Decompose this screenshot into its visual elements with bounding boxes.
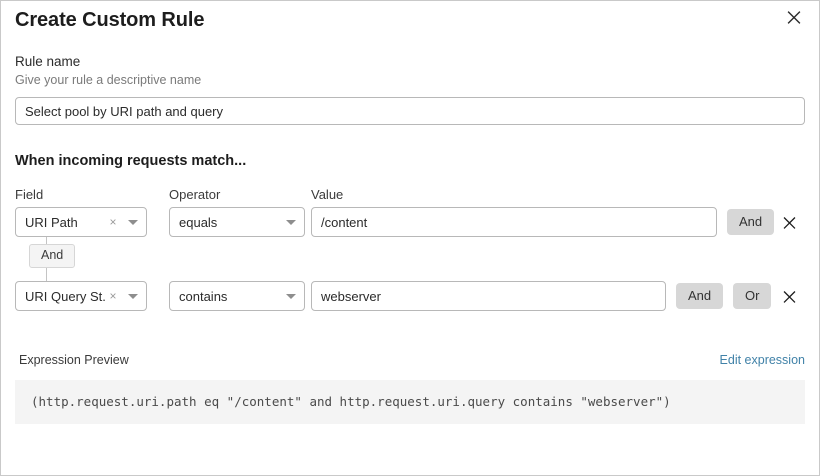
operator-select-value-row1: equals bbox=[179, 214, 218, 230]
operator-select-value-row2: contains bbox=[179, 288, 228, 304]
chevron-down-icon[interactable] bbox=[120, 293, 146, 299]
and-button-row2[interactable]: And bbox=[676, 283, 724, 309]
expression-preview-header: Expression Preview Edit expression bbox=[15, 353, 805, 371]
condition-column-headers: Field Operator Value bbox=[15, 187, 805, 207]
close-glyph-icon bbox=[787, 11, 801, 24]
rule-name-help: Give your rule a descriptive name bbox=[15, 73, 202, 87]
value-input-row1[interactable] bbox=[311, 207, 717, 237]
or-button-row2[interactable]: Or bbox=[733, 283, 772, 309]
condition-row: URI Path × equals And bbox=[15, 207, 805, 237]
edit-expression-link[interactable]: Edit expression bbox=[719, 353, 805, 367]
column-header-field: Field bbox=[15, 187, 44, 202]
field-select-row1[interactable]: URI Path × bbox=[15, 207, 147, 237]
field-select-row2[interactable]: URI Query St... × bbox=[15, 281, 147, 311]
x-glyph-icon bbox=[783, 216, 795, 229]
column-header-operator: Operator bbox=[169, 187, 221, 202]
remove-condition-icon-row1[interactable] bbox=[778, 211, 800, 233]
connector-and-badge[interactable]: And bbox=[29, 244, 76, 268]
expression-preview-label: Expression Preview bbox=[19, 353, 129, 367]
chevron-down-icon[interactable] bbox=[278, 219, 304, 225]
clear-icon[interactable]: × bbox=[109, 289, 117, 303]
operator-select-row1[interactable]: equals bbox=[169, 207, 305, 237]
match-section-title: When incoming requests match... bbox=[15, 153, 247, 169]
and-button-row1[interactable]: And bbox=[727, 209, 775, 235]
dialog-header: Create Custom Rule bbox=[15, 1, 805, 45]
clear-icon[interactable]: × bbox=[109, 215, 117, 229]
rule-name-section: Rule name Give your rule a descriptive n… bbox=[15, 53, 805, 125]
chevron-down-icon[interactable] bbox=[278, 293, 304, 299]
rule-name-input[interactable] bbox=[15, 97, 805, 125]
rule-name-label: Rule name bbox=[15, 54, 81, 69]
dialog-title: Create Custom Rule bbox=[15, 9, 205, 31]
chevron-down-icon[interactable] bbox=[120, 219, 146, 225]
column-header-value: Value bbox=[311, 187, 344, 202]
close-icon[interactable] bbox=[783, 6, 805, 28]
field-select-value-row1: URI Path bbox=[25, 214, 78, 230]
condition-rows: URI Path × equals And And URI Query St. bbox=[15, 207, 805, 311]
expression-preview-code: (http.request.uri.path eq "/content" and… bbox=[15, 380, 805, 424]
x-glyph-icon bbox=[783, 290, 795, 303]
condition-row: URI Query St... × contains And Or bbox=[15, 281, 805, 311]
remove-condition-icon-row2[interactable] bbox=[778, 285, 800, 307]
operator-select-row2[interactable]: contains bbox=[169, 281, 305, 311]
field-select-value-row2: URI Query St... bbox=[25, 288, 106, 304]
value-input-row2[interactable] bbox=[311, 281, 666, 311]
